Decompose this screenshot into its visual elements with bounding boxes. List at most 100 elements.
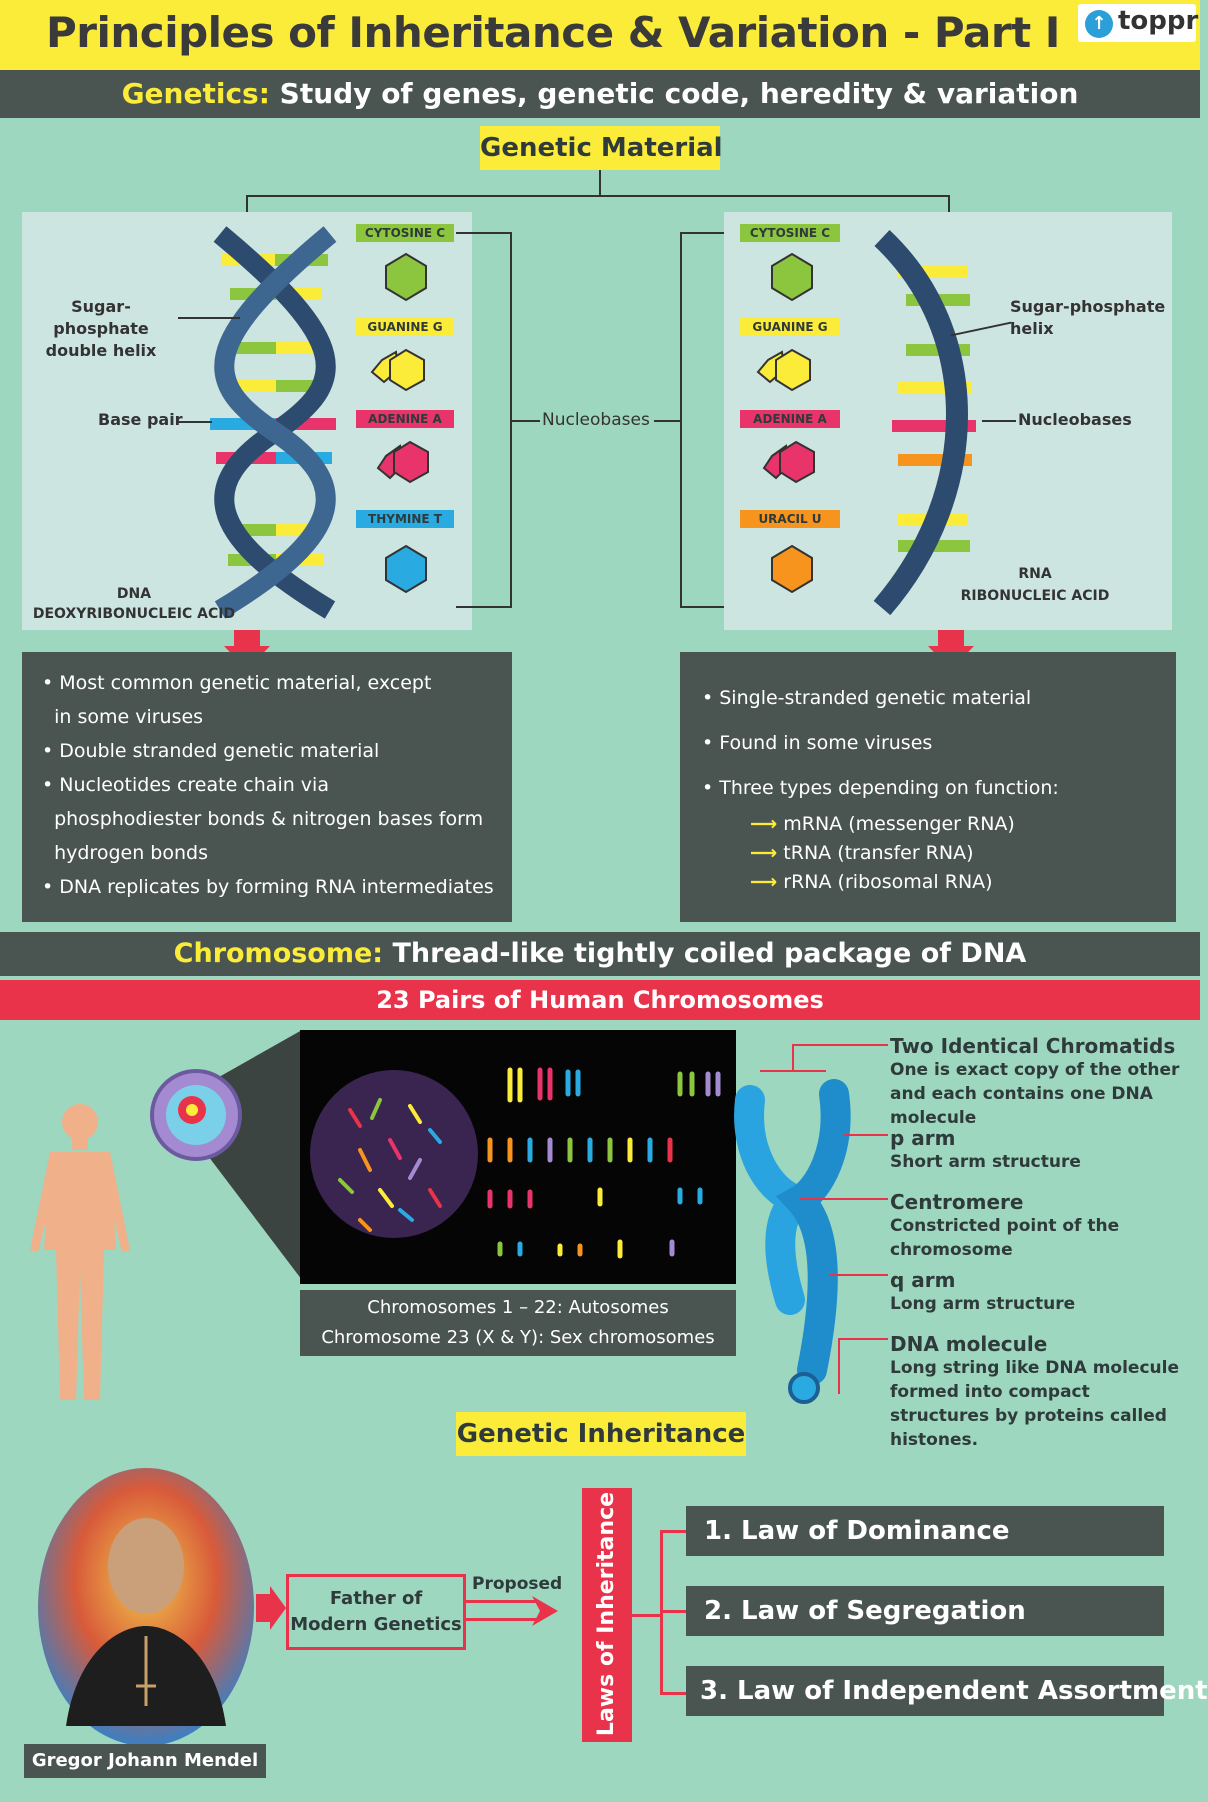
proposed-line [466, 1600, 538, 1603]
bracket [456, 232, 512, 234]
connector [599, 170, 601, 196]
mendel-portrait [38, 1468, 254, 1746]
rna-adenine-tag: ADENINE A [740, 410, 840, 428]
proposed-arrow-icon [532, 1596, 558, 1626]
laws-connector [660, 1692, 686, 1695]
karyotype-caption: Chromosomes 1 – 22: Autosomes Chromosome… [300, 1290, 736, 1356]
dna-info-line: in some viruses [42, 706, 204, 728]
karyotype-image [300, 1030, 736, 1284]
rna-type-item: ⟶ rRNA (ribosomal RNA) [750, 871, 993, 893]
proposed-label: Proposed [472, 1574, 563, 1594]
rna-type-item: ⟶ mRNA (messenger RNA) [750, 813, 1015, 835]
rna-nucleobases-pointer [982, 420, 1016, 422]
uracil-tag: URACIL U [740, 510, 840, 528]
rna-info-box: • Single-stranded genetic material • Fou… [680, 652, 1176, 922]
chromosome-definition: Thread-like tightly coiled package of DN… [383, 938, 1027, 969]
nucleobases-center-label: Nucleobases [542, 410, 650, 430]
paired-chromosomes [487, 1067, 721, 1259]
rna-cytosine-molecule-icon [771, 252, 813, 302]
rna-full-name: RIBONUCLEIC ACID [960, 588, 1110, 604]
genetic-inheritance-label: Genetic Inheritance [456, 1412, 746, 1456]
guanine-molecule-icon [370, 348, 425, 392]
rna-info-line: • Single-stranded genetic material [702, 687, 1032, 709]
scattered-chromosomes [338, 1098, 442, 1232]
yellow-arrow-icon: ⟶ [750, 813, 778, 835]
cytosine-tag: CYTOSINE C [356, 224, 454, 242]
uracil-molecule-icon [771, 544, 813, 594]
autosomes-caption: Chromosomes 1 – 22: Autosomes [367, 1297, 669, 1318]
human-body-illustration [30, 1104, 130, 1400]
title-bar [0, 0, 1200, 70]
callout-line [838, 1338, 888, 1340]
law-dominance: 1. Law of Dominance [686, 1506, 1164, 1556]
callout-line [838, 1338, 840, 1394]
callout-line [792, 1044, 888, 1046]
bracket [654, 420, 682, 422]
bracket [680, 606, 724, 608]
father-label-box [286, 1574, 466, 1650]
rna-nucleobases-label: Nucleobases [1018, 410, 1132, 429]
mendel-name: Gregor Johann Mendel [24, 1744, 266, 1778]
rna-helix-label: Sugar-phosphate helix [1010, 297, 1166, 338]
laws-connector [660, 1530, 686, 1533]
callout-line [760, 1070, 826, 1072]
callout-line [844, 1134, 888, 1136]
rna-types-list: ⟶ mRNA (messenger RNA) ⟶ tRNA (transfer … [750, 810, 1015, 897]
rna-adenine-molecule-icon [762, 440, 815, 484]
adenine-tag: ADENINE A [356, 410, 454, 428]
chromosome-parts-list: Two Identical Chromatids One is exact co… [890, 1034, 1180, 1452]
rna-name: RNA [1018, 566, 1052, 582]
connector [246, 195, 950, 197]
laws-connector [660, 1610, 686, 1613]
law-segregation: 2. Law of Segregation [686, 1586, 1164, 1636]
cell-zoom-illustration [150, 1030, 302, 1280]
cytosine-molecule-icon [385, 252, 427, 302]
dna-arrow-icon [224, 630, 270, 670]
chromosome-illustration [734, 1079, 851, 1404]
dna-info-line: hydrogen bonds [42, 842, 208, 864]
proposed-line [466, 1618, 538, 1621]
laws-label: Laws of Inheritance [594, 1491, 619, 1737]
pairs-bar: 23 Pairs of Human Chromosomes [0, 980, 1200, 1020]
rna-arrow-icon [928, 630, 974, 670]
adenine-molecule-icon [376, 440, 429, 484]
rna-info-line: • Found in some viruses [702, 732, 933, 754]
guanine-tag: GUANINE G [356, 318, 454, 336]
genetics-bar: Genetics: Study of genes, genetic code, … [0, 70, 1200, 118]
chromosome-term: Chromosome: [173, 938, 384, 969]
dna-full-name: DEOXYRIBONUCLEIC ACID [32, 606, 236, 622]
dna-info-line: • Most common genetic material, except [42, 672, 432, 694]
laws-label-box [582, 1488, 632, 1742]
centromere-part: Centromere Constricted point of the chro… [890, 1190, 1120, 1260]
up-arrow-icon: ↑ [1085, 10, 1113, 38]
bracket [456, 606, 512, 608]
page-title: Principles of Inheritance & Variation - … [46, 8, 1060, 57]
p-arm-part: p arm Short arm structure [890, 1126, 1081, 1172]
thymine-tag: THYMINE T [356, 510, 454, 528]
rna-helix-illustration [873, 229, 976, 616]
dna-info-line: phosphodiester bonds & nitrogen bases fo… [42, 808, 484, 830]
rna-info-line: • Three types depending on function: [702, 777, 1059, 799]
chromatids-part: Two Identical Chromatids One is exact co… [890, 1034, 1180, 1128]
dna-info-line: • Nucleotides create chain via [42, 774, 329, 796]
bracket [680, 232, 724, 234]
helix-pointer [178, 317, 240, 319]
base-pair-label: Base pair [98, 410, 183, 429]
genetics-definition: Study of genes, genetic code, heredity &… [269, 77, 1079, 110]
genetics-term: Genetics: [121, 77, 270, 110]
rna-cytosine-tag: CYTOSINE C [740, 224, 840, 242]
laws-connector [632, 1614, 662, 1617]
dna-helix-label: Sugar-phosphate double helix [45, 297, 157, 360]
dna-molecule-part: DNA molecule Long string like DNA molecu… [890, 1332, 1179, 1450]
rna-type-item: ⟶ tRNA (transfer RNA) [750, 842, 974, 864]
father-label: Father of Modern Genetics [290, 1588, 462, 1635]
dna-info-box: • Most common genetic material, except i… [22, 652, 512, 922]
connector [246, 195, 248, 212]
dna-name: DNA [116, 586, 152, 602]
red-arrow-icon [256, 1586, 286, 1630]
base-pair-pointer [178, 421, 212, 423]
callout-line [792, 1044, 794, 1072]
dna-info-line: • DNA replicates by forming RNA intermed… [42, 876, 494, 898]
callout-line [830, 1274, 888, 1276]
yellow-arrow-icon: ⟶ [750, 842, 778, 864]
